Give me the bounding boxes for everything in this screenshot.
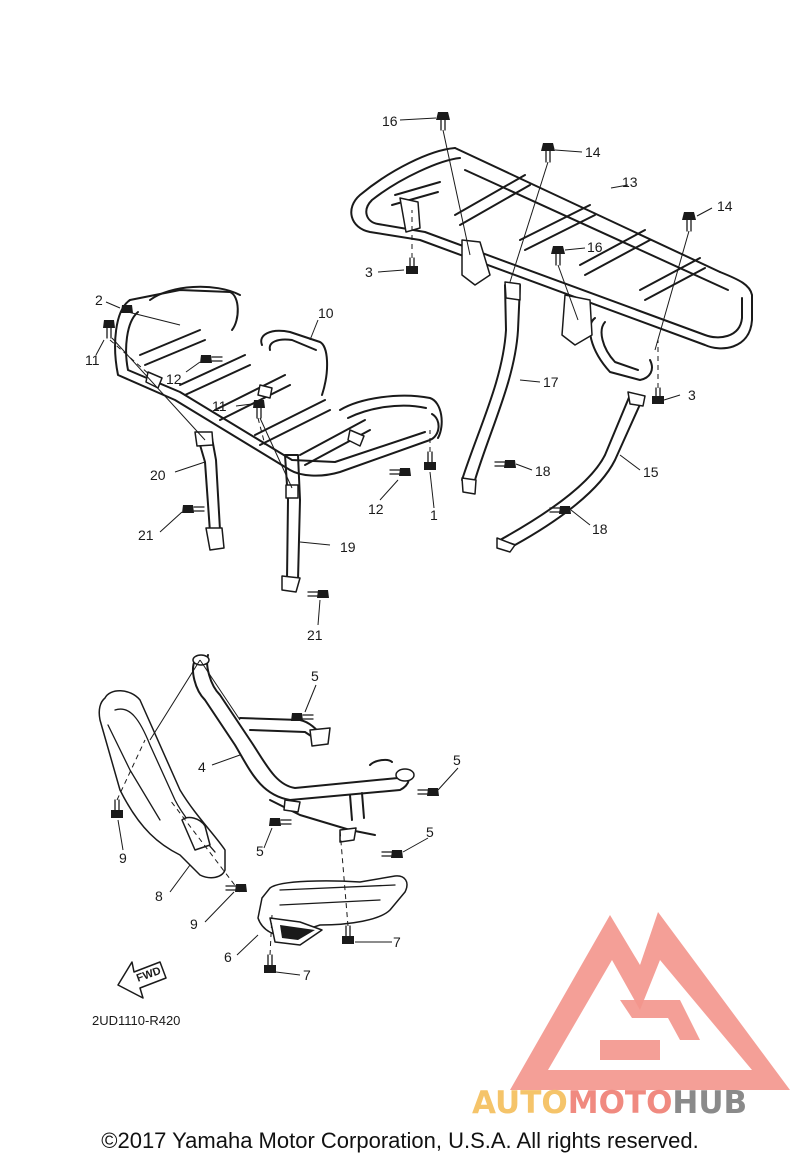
watermark-inner-mark <box>600 1000 700 1060</box>
rear-carrier <box>350 147 753 381</box>
watermark-moto: MOTO <box>568 1085 673 1121</box>
callout-10: 10 <box>318 305 334 321</box>
callout-5-low: 5 <box>426 824 434 840</box>
callout-7-low: 7 <box>303 967 311 983</box>
stay-19 <box>281 454 301 593</box>
bolt-9-mid <box>225 884 247 892</box>
callout-19: 19 <box>340 539 356 555</box>
callout-14-top: 14 <box>585 144 601 160</box>
bolt-7-low <box>264 954 276 973</box>
callout-12-right: 12 <box>368 501 384 517</box>
callout-16-top: 16 <box>382 113 398 129</box>
callout-18-mid: 18 <box>535 463 551 479</box>
callout-4: 4 <box>198 759 206 775</box>
watermark-logo: AUTOMOTOHUB <box>472 912 790 1121</box>
bolt-16-mid <box>551 246 565 266</box>
panel-6 <box>257 875 408 946</box>
stay-20 <box>194 431 225 551</box>
callout-17: 17 <box>543 374 559 390</box>
callout-8: 8 <box>155 888 163 904</box>
assembly-lines <box>109 210 659 956</box>
bolt-18-mid <box>494 460 516 468</box>
bolt-9-left <box>111 799 123 818</box>
bolt-14-right <box>682 212 696 232</box>
callout-21-low: 21 <box>307 627 323 643</box>
diagram-code: 2UD1110-R420 <box>92 1013 180 1028</box>
svg-text:AUTOMOTOHUB: AUTOMOTOHUB <box>472 1085 747 1121</box>
callout-14-right: 14 <box>717 198 733 214</box>
callout-5-top: 5 <box>311 668 319 684</box>
leader-lines <box>95 117 713 976</box>
bolt-18-low <box>549 506 571 514</box>
stay-15 <box>496 391 646 553</box>
watermark-hub: HUB <box>672 1085 747 1121</box>
bolt-21-left <box>182 505 205 513</box>
callout-6: 6 <box>224 949 232 965</box>
watermark-auto: AUTO <box>472 1085 568 1121</box>
callout-15: 15 <box>643 464 659 480</box>
callout-12-left: 12 <box>166 371 182 387</box>
fwd-arrow: FWD <box>117 961 167 999</box>
callout-16-mid: 16 <box>587 239 603 255</box>
bolt-5-right <box>417 788 439 796</box>
bolt-12-left <box>200 355 223 363</box>
guard-4 <box>192 654 415 843</box>
copyright-notice: ©2017 Yamaha Motor Corporation, U.S.A. A… <box>101 1128 699 1153</box>
callout-20: 20 <box>150 467 166 483</box>
callout-1: 1 <box>430 507 438 523</box>
callout-3-left: 3 <box>365 264 373 280</box>
bolt-3-right <box>652 387 664 404</box>
callout-3-right: 3 <box>688 387 696 403</box>
bolt-11-mid <box>253 400 265 419</box>
callout-21-left: 21 <box>138 527 154 543</box>
bolt-12-right <box>389 468 411 476</box>
bolt-3-left <box>406 257 418 274</box>
bolt-5-top <box>291 713 314 721</box>
bolt-5-left <box>269 818 292 826</box>
watermark-triangle <box>510 912 790 1090</box>
bolt-14-top <box>541 143 555 163</box>
callout-labels: 16 14 13 14 16 3 17 3 15 18 18 2 11 12 1… <box>85 113 733 983</box>
bolt-11-left <box>103 320 115 339</box>
bolt-2 <box>121 305 133 313</box>
callout-18-low: 18 <box>592 521 608 537</box>
bolt-5-low <box>381 850 403 858</box>
callout-11-left: 11 <box>85 352 100 368</box>
bolt-21-low <box>307 590 329 598</box>
bolt-1 <box>424 451 436 470</box>
stay-17 <box>461 281 521 495</box>
callout-9-left: 9 <box>119 850 127 866</box>
callout-9-mid: 9 <box>190 916 198 932</box>
callout-7-mid: 7 <box>393 934 401 950</box>
callout-11-mid: 11 <box>212 398 227 414</box>
bolts <box>103 112 696 973</box>
callout-2: 2 <box>95 292 103 308</box>
callout-13: 13 <box>622 174 638 190</box>
callout-5-right: 5 <box>453 752 461 768</box>
front-carrier <box>114 285 443 477</box>
bolt-7-mid <box>342 925 354 944</box>
bolt-16-top <box>436 112 450 131</box>
callout-5-left: 5 <box>256 843 264 859</box>
